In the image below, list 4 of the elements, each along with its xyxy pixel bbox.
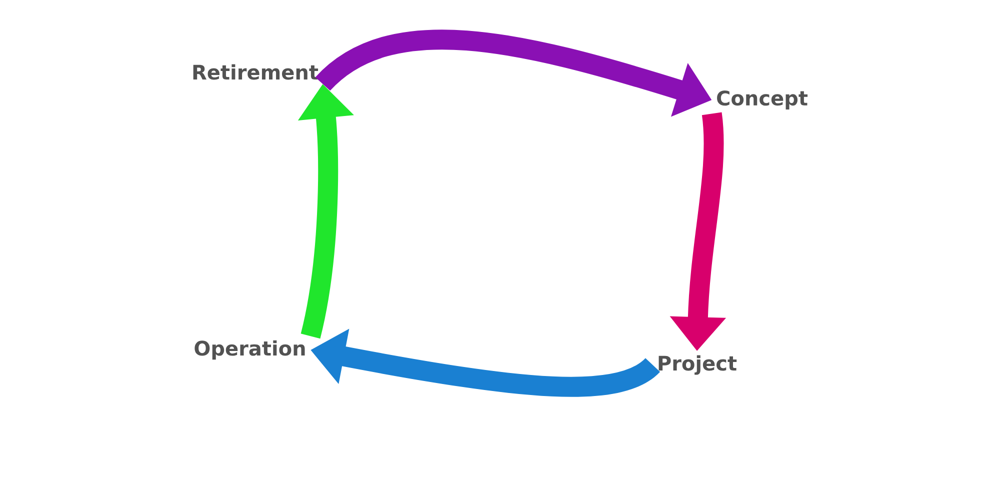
stage-label: Operation [194, 340, 305, 360]
stage-label: Retirement [193, 64, 318, 80]
stage-label: Project [658, 355, 737, 375]
stage-label: Concept [717, 90, 808, 110]
